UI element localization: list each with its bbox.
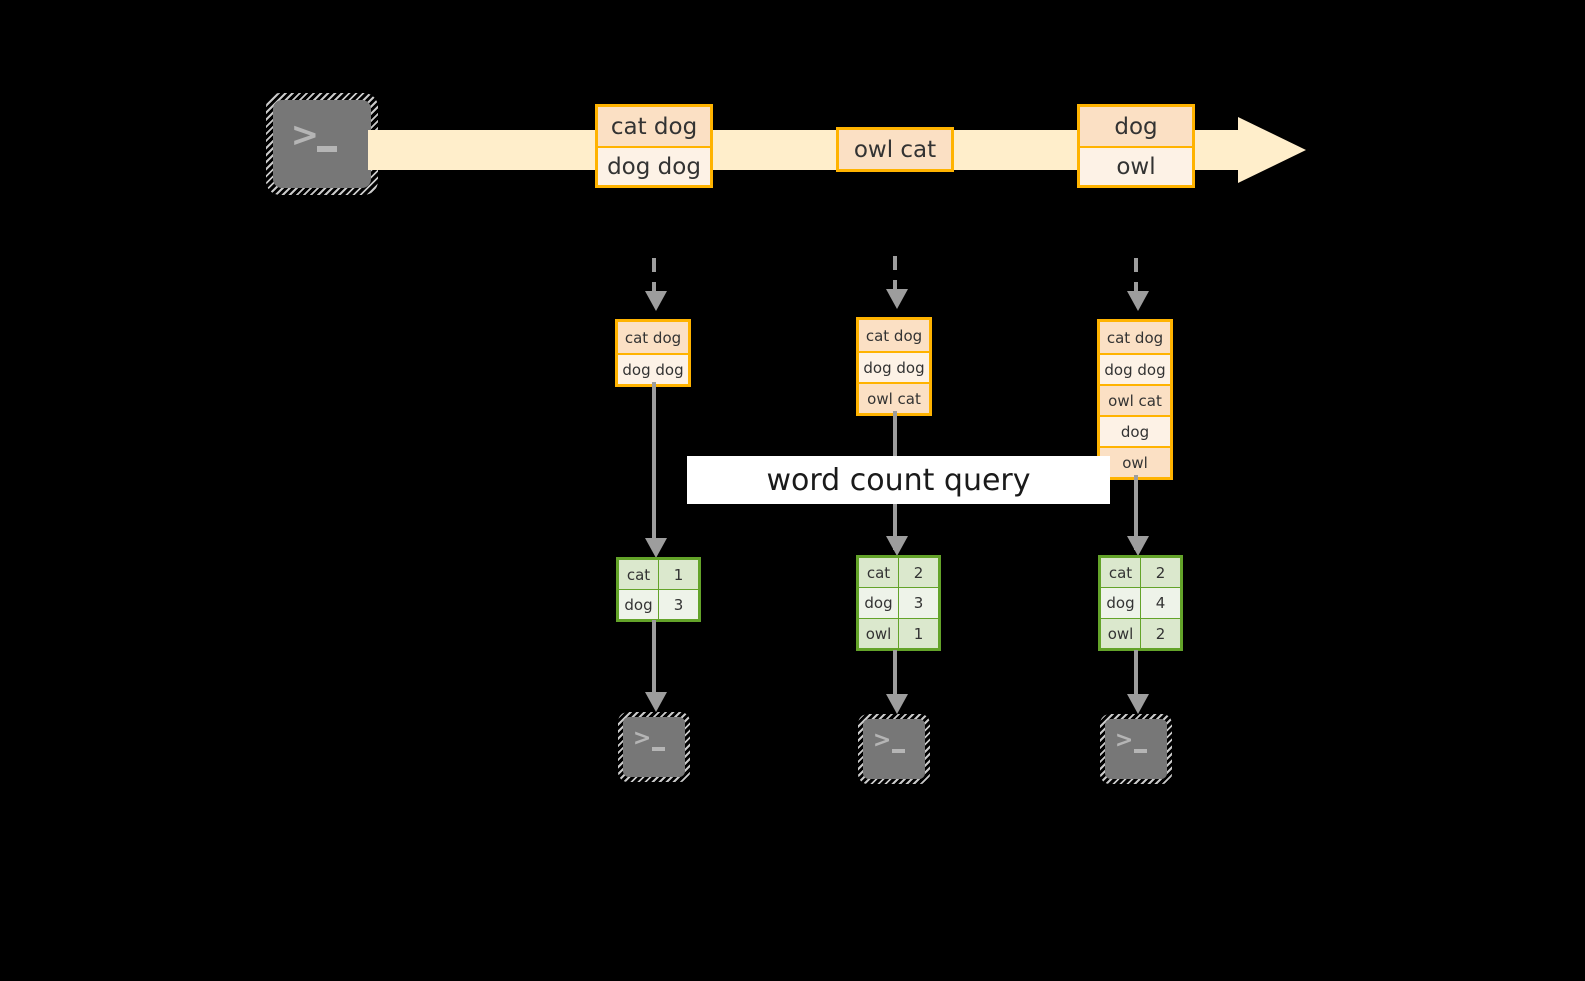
accumulator-2: cat dog dog dog owl cat <box>856 317 932 416</box>
message-line: dog dog <box>598 146 710 185</box>
table-row: dog 3 <box>857 587 940 619</box>
sink-terminal-icon-1: > <box>618 712 690 782</box>
word-cell: cat <box>617 558 659 590</box>
result-table-2: cat 2 dog 3 owl 1 <box>856 555 941 651</box>
snapshot-tap-line-3 <box>1134 258 1138 294</box>
sink-arrowhead-3 <box>1127 694 1149 714</box>
count-cell: 4 <box>1140 587 1182 619</box>
word-cell: owl <box>857 618 899 650</box>
table-row: cat 2 <box>857 556 940 588</box>
prompt-chevron-icon: > <box>872 727 892 753</box>
snapshot-tap-arrowhead-1 <box>645 291 667 311</box>
query-line-3 <box>1134 475 1138 550</box>
cursor-underscore-icon <box>891 749 905 753</box>
count-cell: 3 <box>658 589 700 621</box>
query-arrowhead-3 <box>1127 536 1149 556</box>
sink-line-1 <box>652 620 656 700</box>
accumulated-line: owl <box>1100 446 1170 477</box>
word-cell: cat <box>1099 556 1141 588</box>
source-terminal-icon: > <box>266 93 378 195</box>
snapshot-tap-line-2 <box>893 256 897 292</box>
accumulated-line: cat dog <box>859 320 929 351</box>
accumulated-line: dog dog <box>1100 353 1170 384</box>
terminal-face: > <box>273 100 371 188</box>
count-cell: 2 <box>898 556 940 588</box>
result-table-1: cat 1 dog 3 <box>616 557 701 622</box>
stream-message-3: dog owl <box>1077 104 1195 188</box>
word-cell: cat <box>857 556 899 588</box>
terminal-face: > <box>1105 719 1167 779</box>
count-cell: 3 <box>898 587 940 619</box>
table-row: cat 2 <box>1099 556 1182 588</box>
table-row: dog 3 <box>617 589 700 621</box>
stream-message-2: owl cat <box>836 127 954 172</box>
cursor-underscore-icon <box>651 747 665 751</box>
message-line: owl <box>1080 146 1192 185</box>
accumulator-1: cat dog dog dog <box>615 319 691 387</box>
table-row: owl 1 <box>857 618 940 650</box>
accumulated-line: owl cat <box>1100 384 1170 415</box>
sink-line-3 <box>1134 650 1138 702</box>
snapshot-tap-arrowhead-2 <box>886 289 908 309</box>
snapshot-tap-line-1 <box>652 258 656 294</box>
accumulated-line: dog dog <box>618 353 688 384</box>
word-cell: dog <box>1099 587 1141 619</box>
cursor-underscore-icon <box>1133 749 1147 753</box>
count-cell: 2 <box>1140 618 1182 650</box>
query-label-text: word count query <box>766 462 1031 498</box>
count-cell: 1 <box>898 618 940 650</box>
word-cell: owl <box>1099 618 1141 650</box>
stream-message-1: cat dog dog dog <box>595 104 713 188</box>
sink-line-2 <box>893 650 897 702</box>
sink-arrowhead-2 <box>886 694 908 714</box>
word-cell: dog <box>617 589 659 621</box>
prompt-chevron-icon: > <box>290 114 320 155</box>
message-line: dog <box>1080 107 1192 146</box>
accumulated-line: cat dog <box>618 322 688 353</box>
sink-terminal-icon-2: > <box>858 714 930 784</box>
table-row: owl 2 <box>1099 618 1182 650</box>
prompt-chevron-icon: > <box>1114 727 1134 753</box>
sink-terminal-icon-3: > <box>1100 714 1172 784</box>
message-line: cat dog <box>598 107 710 146</box>
count-cell: 1 <box>658 558 700 590</box>
accumulated-line: owl cat <box>859 382 929 413</box>
accumulated-line: dog <box>1100 415 1170 446</box>
count-cell: 2 <box>1140 556 1182 588</box>
query-line-1 <box>652 382 656 550</box>
result-table-3: cat 2 dog 4 owl 2 <box>1098 555 1183 651</box>
prompt-chevron-icon: > <box>632 725 652 751</box>
table-row: cat 1 <box>617 558 700 590</box>
cursor-underscore-icon <box>317 145 338 152</box>
stream-arrowhead-icon <box>1238 117 1306 183</box>
query-label-band: word count query <box>687 456 1110 504</box>
snapshot-tap-arrowhead-3 <box>1127 291 1149 311</box>
sink-arrowhead-1 <box>645 692 667 712</box>
word-cell: dog <box>857 587 899 619</box>
query-arrowhead-1 <box>645 538 667 558</box>
terminal-face: > <box>623 717 685 777</box>
accumulated-line: cat dog <box>1100 322 1170 353</box>
query-arrowhead-2 <box>886 536 908 556</box>
accumulated-line: dog dog <box>859 351 929 382</box>
terminal-face: > <box>863 719 925 779</box>
accumulator-3: cat dog dog dog owl cat dog owl <box>1097 319 1173 480</box>
table-row: dog 4 <box>1099 587 1182 619</box>
message-line: owl cat <box>839 130 951 169</box>
